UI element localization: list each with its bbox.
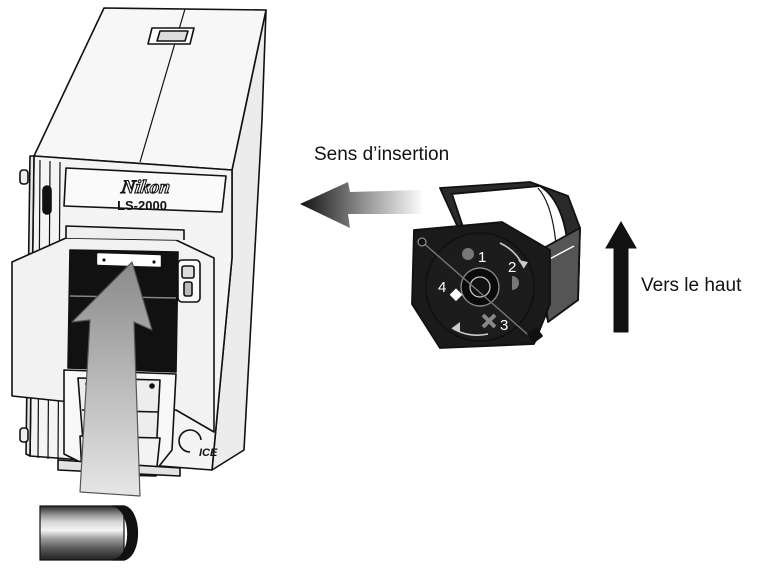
- film-adapter-illustration: [411, 181, 581, 349]
- scanner-logo-panel: [63, 167, 227, 213]
- adapter-marker-1: 1: [478, 249, 486, 266]
- film-roll-icon: [39, 505, 139, 561]
- upward-direction-label: Vers le haut: [641, 275, 742, 296]
- adapter-marker-3: 3: [500, 317, 508, 334]
- scanner-brand-logo: Nikon: [119, 177, 171, 198]
- adapter-marker-4: 4: [438, 279, 446, 296]
- scanner-model-label: LS-2000: [117, 198, 167, 213]
- adapter-marker-2: 2: [508, 259, 516, 276]
- upward-arrow: [605, 220, 637, 333]
- scanner-top-cover: [33, 7, 267, 171]
- svg-text:ICE: ICE: [199, 447, 218, 459]
- ice-badge: ICE: [178, 429, 218, 459]
- scanner-illustration: [11, 7, 267, 477]
- insertion-direction-label: Sens d’insertion: [314, 144, 450, 165]
- insertion-direction-arrow: [300, 182, 424, 228]
- insert-arrow-into-scanner: [71, 261, 153, 497]
